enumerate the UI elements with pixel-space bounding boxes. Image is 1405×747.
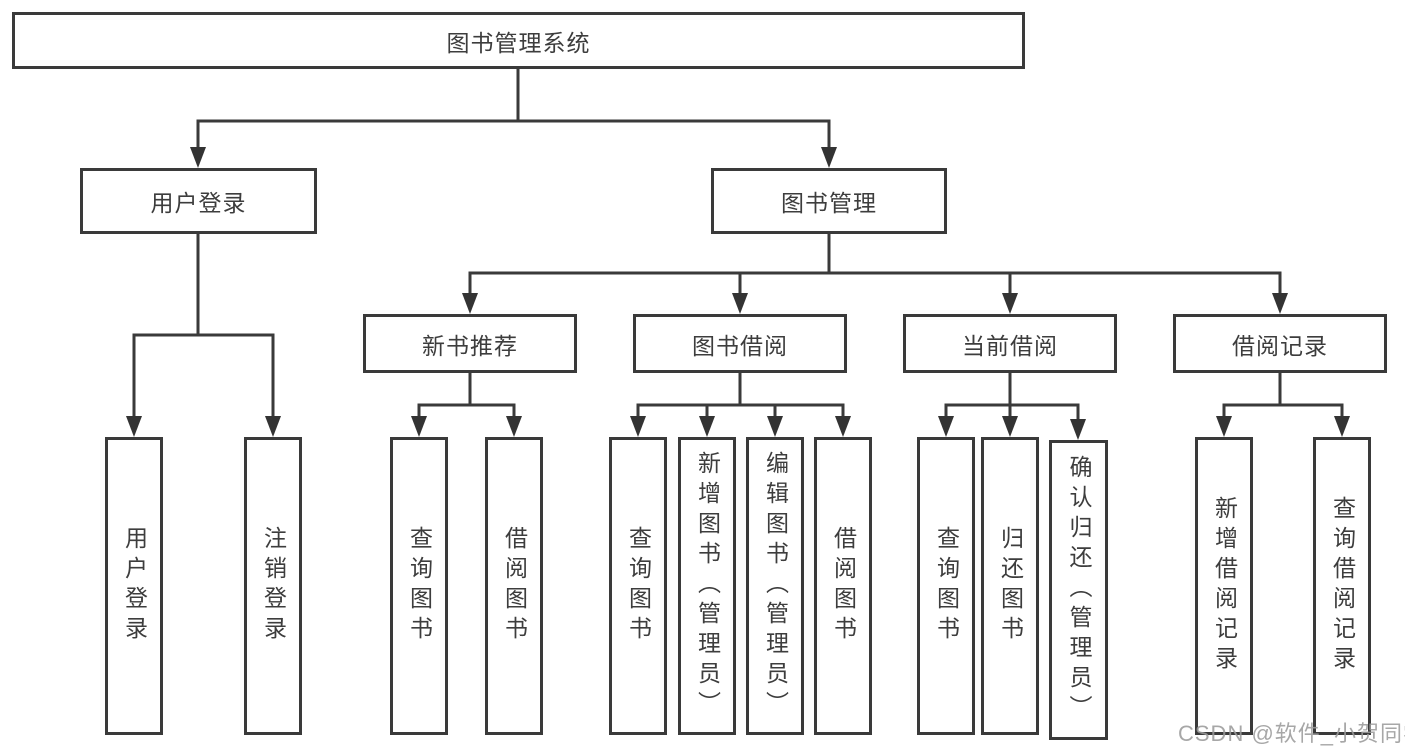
connector-root-to-level2 (190, 69, 837, 168)
node-book-management-label: 图书管理 (781, 190, 877, 216)
leaf-user-login-label: 用户登录 (121, 526, 148, 646)
leaf-query-books-borrowing-label: 查询图书 (625, 526, 652, 646)
leaf-query-books-current-label: 查询图书 (933, 526, 960, 646)
leaf-borrow-books-recommend: 借阅图书 (485, 437, 543, 735)
connector-new-book-recommend-to-leaves (411, 373, 522, 437)
leaf-query-borrow-record-label: 查询借阅记录 (1329, 496, 1356, 676)
leaf-add-books-admin: 新增图书（管理员） (678, 437, 736, 735)
node-current-borrowing: 当前借阅 (903, 314, 1117, 373)
connector-current-borrowing-to-leaves (938, 373, 1086, 440)
leaf-user-login: 用户登录 (105, 437, 163, 735)
node-current-borrowing-label: 当前借阅 (962, 332, 1058, 359)
node-user-login-label: 用户登录 (150, 190, 247, 216)
leaf-query-books-recommend: 查询图书 (390, 437, 448, 735)
leaf-edit-books-admin: 编辑图书（管理员） (746, 437, 804, 735)
connector-borrowing-records-to-leaves (1216, 373, 1350, 437)
leaf-query-books-recommend-label: 查询图书 (406, 526, 433, 646)
node-root-system: 图书管理系统 (12, 12, 1025, 69)
node-new-book-recommend-label: 新书推荐 (422, 332, 518, 359)
leaf-borrow-books-borrowing: 借阅图书 (814, 437, 872, 735)
node-book-borrowing: 图书借阅 (633, 314, 847, 373)
leaf-query-books-borrowing: 查询图书 (609, 437, 667, 735)
leaf-return-books-label: 归还图书 (997, 526, 1024, 646)
leaf-borrow-books-recommend-label: 借阅图书 (501, 526, 528, 646)
node-borrowing-records: 借阅记录 (1173, 314, 1387, 373)
connector-book-borrowing-to-leaves (630, 373, 851, 437)
leaf-return-books: 归还图书 (981, 437, 1039, 735)
leaf-logout-label: 注销登录 (260, 526, 287, 646)
leaf-add-borrow-record-label: 新增借阅记录 (1211, 496, 1238, 676)
node-root-system-label: 图书管理系统 (446, 29, 591, 56)
connector-user-login-to-leaves (126, 234, 281, 437)
leaf-confirm-return-admin-label: 确认归还（管理员） (1066, 455, 1092, 725)
leaf-confirm-return-admin: 确认归还（管理员） (1049, 440, 1108, 740)
node-book-management: 图书管理 (711, 168, 947, 234)
leaf-add-books-admin-label: 新增图书（管理员） (694, 451, 721, 721)
connector-book-management-to-level3 (462, 234, 1288, 314)
leaf-query-books-current: 查询图书 (917, 437, 975, 735)
node-new-book-recommend: 新书推荐 (363, 314, 577, 373)
leaf-edit-books-admin-label: 编辑图书（管理员） (762, 451, 789, 721)
csdn-watermark: CSDN @软件_小贺同学 (1178, 721, 1405, 746)
node-user-login: 用户登录 (80, 168, 317, 234)
node-book-borrowing-label: 图书借阅 (692, 332, 788, 359)
leaf-borrow-books-borrowing-label: 借阅图书 (830, 526, 857, 646)
leaf-logout: 注销登录 (244, 437, 302, 735)
leaf-add-borrow-record: 新增借阅记录 (1195, 437, 1253, 735)
node-borrowing-records-label: 借阅记录 (1232, 332, 1328, 359)
leaf-query-borrow-record: 查询借阅记录 (1313, 437, 1371, 735)
